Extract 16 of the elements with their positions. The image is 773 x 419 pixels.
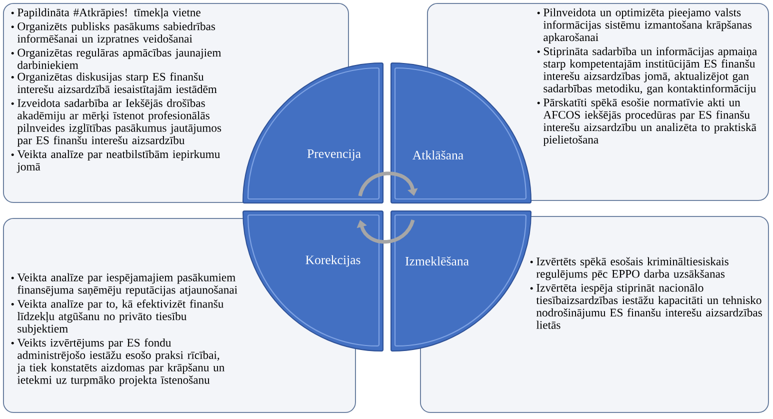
list-item: Izvērtēta iespēja stiprināt nacionālo tiesībaizsardzības iestāžu kapacitāti un tehnisko nodrošinājumu ES finanšu interešu aizsardzības lietās <box>536 284 762 329</box>
list-item: Veikts izvērtējums par ES fondu administrējošo iestāžu esošo praksi rīcībai, ja tiek konstatēts aizdomas par krāpšanu un ietekmi uz turpmāko projekta īstenošanu <box>16 338 224 386</box>
cycle-arrow <box>356 219 415 244</box>
list-item: Pārskatīti spēkā esošie normatīvie akti un AFCOS iekšējās procedūras par ES finanšu interešu aizsardzību un analizēta to praktiskā pielietošana <box>543 98 756 146</box>
list-item: Veikta analīze par iespējamajiem pasākumiem finansējuma saņēmēju reputācijas atjaunošanai <box>17 273 238 296</box>
list-item: Organizētas diskusijas starp ES finanšu interešu aizsardzībā iesaistītajām iestādēm <box>17 72 217 96</box>
list-item: Izveidota sadarbība ar Iekšējās drošības akadēmiju ar mērķi īstenot profesionālās pilnveides izglītības pasākumus jautājumos par ES finanšu interešu aizsardzību <box>17 98 222 147</box>
list-item: Stiprināta sadarbība un informācijas apmaiņa starp kompetentajām institūcijām ES finanšu interešu aizsardzības jomā, aktualizējot gan sadarbības metodiku, gan kontaktinformāciju <box>543 46 757 95</box>
list-item: Organizēts publisks pasākums sabiedrības informēšanai un izpratnes veidošanai <box>17 22 216 46</box>
cycle-arrow <box>358 172 418 197</box>
list-item: Veikta analīze par to, kā efektivizēt finanšu līdzekļu atgūšanu no privāto tiesību subjektiem <box>17 300 224 335</box>
list-item: Izvērtēts spēkā esošais krimināltiesiskais regulējums pēc EPPO darba uzsākšanas <box>536 257 728 280</box>
list-item: Papildināta #Atkrāpies! tīmekļa vietne <box>18 8 200 19</box>
list-item: Veikta analīze par neatbilstībām iepirkumu jomā <box>16 150 220 173</box>
list-item: Pilnveidota un optimizēta pieejamo valsts informācijas sistēmu izmantošana krāpšanas apkarošanai <box>543 8 752 44</box>
list-item: Organizētas regulāras apmācības jaunajiem darbiniekiem <box>18 48 222 69</box>
